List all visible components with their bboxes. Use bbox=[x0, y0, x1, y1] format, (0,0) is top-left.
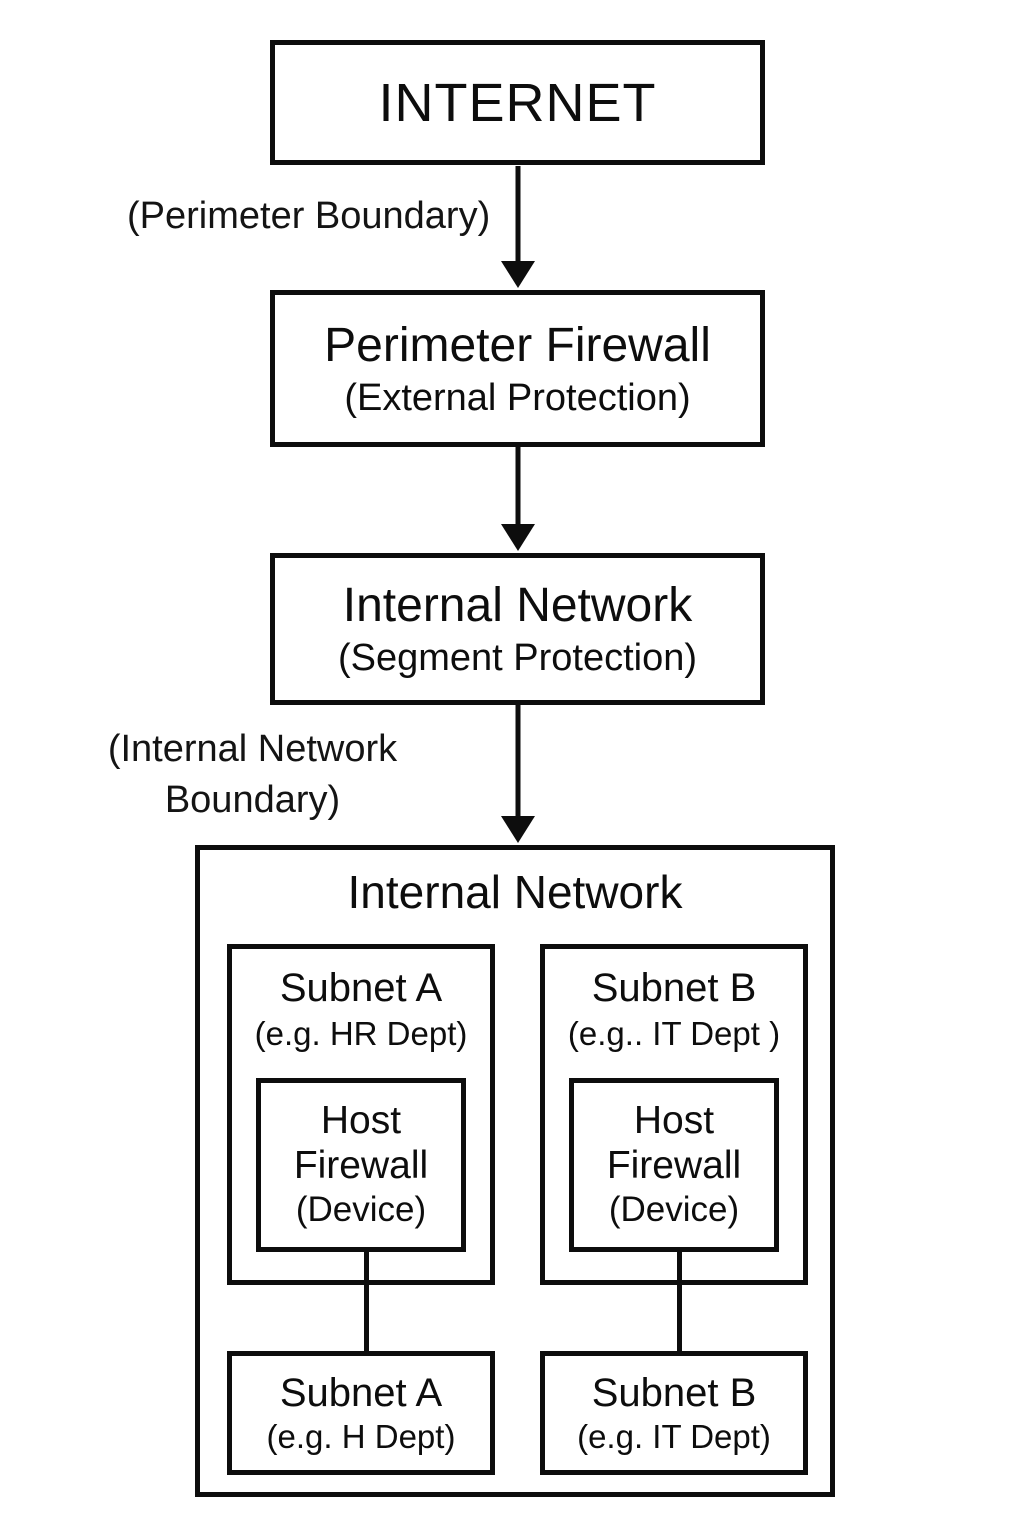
subnet-b-lower-node: Subnet B (e.g. IT Dept) bbox=[540, 1351, 808, 1475]
subnet-b-subtitle: (e.g.. IT Dept ) bbox=[567, 1015, 781, 1052]
arrow-internet-to-perimeter-firewall bbox=[500, 166, 536, 288]
perimeter-boundary-label: (Perimeter Boundary) bbox=[127, 195, 491, 237]
subnet-b-lower-title: Subnet B bbox=[591, 1371, 757, 1415]
host-firewall-a-title: Host Firewall bbox=[293, 1099, 429, 1187]
subnet-b-title: Subnet B bbox=[591, 966, 757, 1010]
arrow-head-icon bbox=[501, 261, 535, 288]
subnet-b-node: Subnet B (e.g.. IT Dept ) Host Firewall … bbox=[540, 944, 808, 1285]
perimeter-firewall-node: Perimeter Firewall (External Protection) bbox=[270, 290, 765, 447]
arrow-stem bbox=[515, 447, 521, 527]
perimeter-firewall-subtitle: (External Protection) bbox=[344, 376, 691, 419]
internal-network-node: Internal Network (Segment Protection) bbox=[270, 553, 765, 705]
subnet-a-node: Subnet A (e.g. HR Dept) Host Firewall (D… bbox=[227, 944, 495, 1285]
subnet-a-lower-subtitle: (e.g. H Dept) bbox=[266, 1418, 456, 1455]
subnet-b-lower-subtitle: (e.g. IT Dept) bbox=[577, 1418, 771, 1455]
internal-network-boundary-label: (Internal Network Boundary) bbox=[55, 724, 450, 826]
host-firewall-a-node: Host Firewall (Device) bbox=[256, 1078, 466, 1252]
subnet-a-subtitle: (e.g. HR Dept) bbox=[254, 1015, 468, 1052]
internal-network-zone: Internal Network Subnet A (e.g. HR Dept)… bbox=[195, 845, 835, 1497]
arrow-head-icon bbox=[501, 816, 535, 843]
subnet-a-lower-node: Subnet A (e.g. H Dept) bbox=[227, 1351, 495, 1475]
host-firewall-a-subtitle: (Device) bbox=[295, 1190, 427, 1229]
connector-host-firewall-a-to-subnet-a-lower bbox=[364, 1252, 369, 1356]
arrow-head-icon bbox=[501, 524, 535, 551]
subnet-a-lower-title: Subnet A bbox=[279, 1371, 443, 1415]
arrow-stem bbox=[515, 166, 521, 264]
host-firewall-b-title: Host Firewall bbox=[606, 1099, 742, 1187]
internet-label: INTERNET bbox=[378, 72, 657, 133]
perimeter-firewall-title: Perimeter Firewall bbox=[324, 318, 711, 372]
internal-network-zone-title: Internal Network bbox=[347, 866, 683, 918]
internal-network-boundary-line1: (Internal Network bbox=[107, 728, 398, 770]
arrow-internal-network-to-zone bbox=[500, 705, 536, 843]
host-firewall-b-subtitle: (Device) bbox=[608, 1190, 740, 1229]
subnet-a-title: Subnet A bbox=[279, 966, 443, 1010]
internal-network-title: Internal Network bbox=[342, 579, 693, 632]
internal-network-boundary-line2: Boundary) bbox=[164, 779, 341, 821]
host-firewall-b-node: Host Firewall (Device) bbox=[569, 1078, 779, 1252]
internal-network-subtitle: (Segment Protection) bbox=[337, 637, 698, 679]
internet-node: INTERNET bbox=[270, 40, 765, 165]
arrow-perimeter-firewall-to-internal-network bbox=[500, 447, 536, 551]
connector-host-firewall-b-to-subnet-b-lower bbox=[677, 1252, 682, 1356]
arrow-stem bbox=[515, 705, 521, 819]
